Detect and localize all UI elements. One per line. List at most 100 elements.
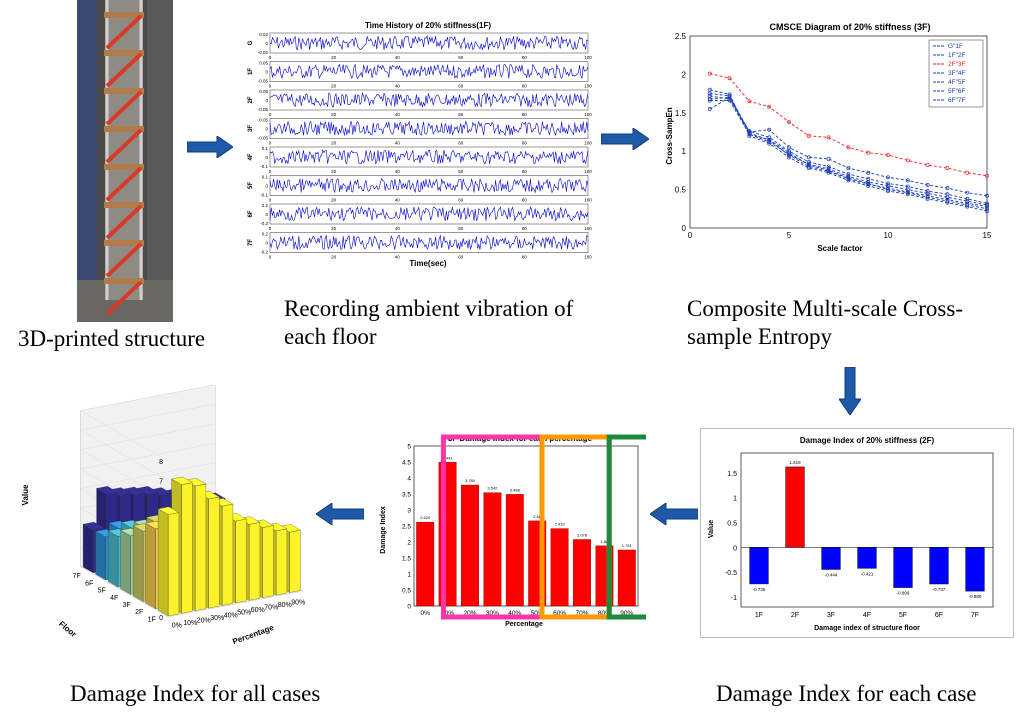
time-history-signal xyxy=(269,91,589,108)
time-history-xlabel: Time(sec) xyxy=(409,259,447,268)
time-history-xtick: 0 xyxy=(269,226,272,231)
caption-each-case: Damage Index for each case xyxy=(716,681,977,706)
time-history-xtick: 40 xyxy=(395,226,401,231)
damage-percentage-bar xyxy=(617,549,636,607)
cmsce-point xyxy=(965,170,970,175)
time-history-ytick: -0.02 xyxy=(258,50,269,55)
time-history-ytick: 0.2 xyxy=(262,203,269,208)
damage-each-bar-label: -0.809 xyxy=(897,591,910,596)
d3-ytick: 3F xyxy=(123,602,131,609)
time-history-xtick: 60 xyxy=(458,141,464,146)
cmsce-series-line xyxy=(709,100,988,206)
damage-each-ytick: 1 xyxy=(733,496,737,503)
cmsce-ytick: 0.5 xyxy=(675,186,687,195)
cmsce-point xyxy=(787,145,791,150)
d3-xtick: 10% xyxy=(183,620,197,627)
time-history-ytick: 0.02 xyxy=(259,32,268,37)
cmsce-legend-label: G"1F xyxy=(948,43,963,50)
time-history-xtick: 80 xyxy=(522,255,528,260)
d3-ytick: 2F xyxy=(135,609,143,616)
time-history-xtick: 40 xyxy=(395,169,401,174)
time-history-floor-label: G xyxy=(248,40,254,45)
cmsce-point xyxy=(826,166,831,171)
cmsce-point xyxy=(925,163,930,167)
damage-percentage-ytick: 3 xyxy=(407,508,411,515)
time-history-ytick: 0 xyxy=(265,70,268,75)
cmsce-legend-label: 6F"7F xyxy=(948,97,966,104)
damage-each-xtick: 4F xyxy=(863,612,871,619)
time-history-xtick: 20 xyxy=(331,112,337,117)
time-history-xtick: 40 xyxy=(395,198,401,203)
time-history-xtick: 0 xyxy=(269,112,272,117)
cmsce-legend-label: 1F"2F xyxy=(948,52,966,59)
cmsce-point xyxy=(826,164,831,169)
caption-recording: Recording ambient vibration of each floo… xyxy=(284,296,574,349)
damage-all-ylabel: Floor xyxy=(57,619,78,639)
cmsce-point xyxy=(866,182,871,187)
time-history-floor-label: 3F xyxy=(248,125,254,132)
cmsce-point xyxy=(945,197,950,202)
damage-each-title: Damage Index of 20% stiffness (2F) xyxy=(800,436,935,445)
cmsce-point xyxy=(965,199,970,204)
d3-xtick: 50% xyxy=(237,610,251,617)
cmsce-point xyxy=(985,206,989,211)
time-history-ytick: 0 xyxy=(265,155,268,160)
structure-floor-slab xyxy=(104,202,144,208)
damage-each-bar xyxy=(929,547,949,585)
d3-xtick: 40% xyxy=(224,612,238,619)
time-history-title: Time History of 20% stiffness(1F) xyxy=(365,21,491,30)
cmsce-ytick: 1 xyxy=(682,147,687,156)
time-history-xtick: 0 xyxy=(269,84,272,89)
damage-percentage-bar xyxy=(483,492,502,607)
d3-ztick: 8 xyxy=(159,459,163,466)
d3-bar-front xyxy=(181,482,193,614)
damage-percentage-bar-label: 1.88 xyxy=(601,539,610,544)
damage-percentage-bar-label: 2.078 xyxy=(577,533,588,538)
time-history-floor-label: 1F xyxy=(248,68,254,75)
caption-all-cases: Damage Index for all cases xyxy=(70,681,321,706)
damage-each-xtick: 3F xyxy=(827,612,835,619)
cmsce-point xyxy=(727,76,732,81)
d3-bar-front xyxy=(221,503,234,606)
damage-percentage-bar-label: 3.780 xyxy=(465,478,476,483)
time-history-xtick: 0 xyxy=(269,198,272,203)
d3-bar-side xyxy=(95,531,106,581)
d3-ztick: 0 xyxy=(159,615,163,622)
cmsce-point xyxy=(747,99,752,104)
d3-xtick: 30% xyxy=(210,615,224,622)
damage-each-bar-label: -0.735 xyxy=(753,587,766,592)
time-history-signal xyxy=(269,177,589,194)
time-history-xtick: 60 xyxy=(458,169,464,174)
damage-percentage-ytick: 2 xyxy=(407,540,411,547)
damage-percentage-ylabel: Damage Index xyxy=(380,506,387,554)
d3-xtick: 60% xyxy=(251,607,265,614)
cmsce-point xyxy=(806,164,811,169)
caption-cmsce: Composite Multi-scale Cross-sample Entro… xyxy=(687,296,963,349)
time-history-xtick: 60 xyxy=(458,112,464,117)
cmsce-point xyxy=(886,153,890,157)
structure-brace xyxy=(105,166,143,202)
damage-percentage-ytick: 5 xyxy=(407,444,411,451)
cmsce-point xyxy=(806,166,811,171)
structure-photo xyxy=(77,0,173,322)
cmsce-point xyxy=(905,187,910,192)
cmsce-chart: CMSCE Diagram of 20% stiffness (3F) Cros… xyxy=(660,18,1005,263)
d3-bar-front xyxy=(235,518,247,604)
structure-brace xyxy=(105,90,143,126)
time-history-axes xyxy=(269,175,589,196)
damage-percentage-xlabel: Percentage xyxy=(505,621,543,628)
arrow-down-icon xyxy=(839,367,861,415)
cmsce-ytick: 1.5 xyxy=(675,109,687,118)
time-history-ytick: -0.1 xyxy=(260,193,268,198)
cmsce-point xyxy=(886,181,890,186)
damage-percentage-ytick: 2.5 xyxy=(402,524,411,531)
damage-percentage-bar xyxy=(416,521,435,607)
d3-bar-front xyxy=(194,483,207,611)
time-history-xtick: 80 xyxy=(522,198,528,203)
damage-each-ylabel: Value xyxy=(708,520,715,538)
structure-floor-slab xyxy=(104,278,144,284)
structure-brace xyxy=(105,242,143,278)
time-history-xtick: 20 xyxy=(331,226,337,231)
time-history-xtick: 0 xyxy=(269,169,272,174)
damage-percentage-bar xyxy=(550,528,569,607)
